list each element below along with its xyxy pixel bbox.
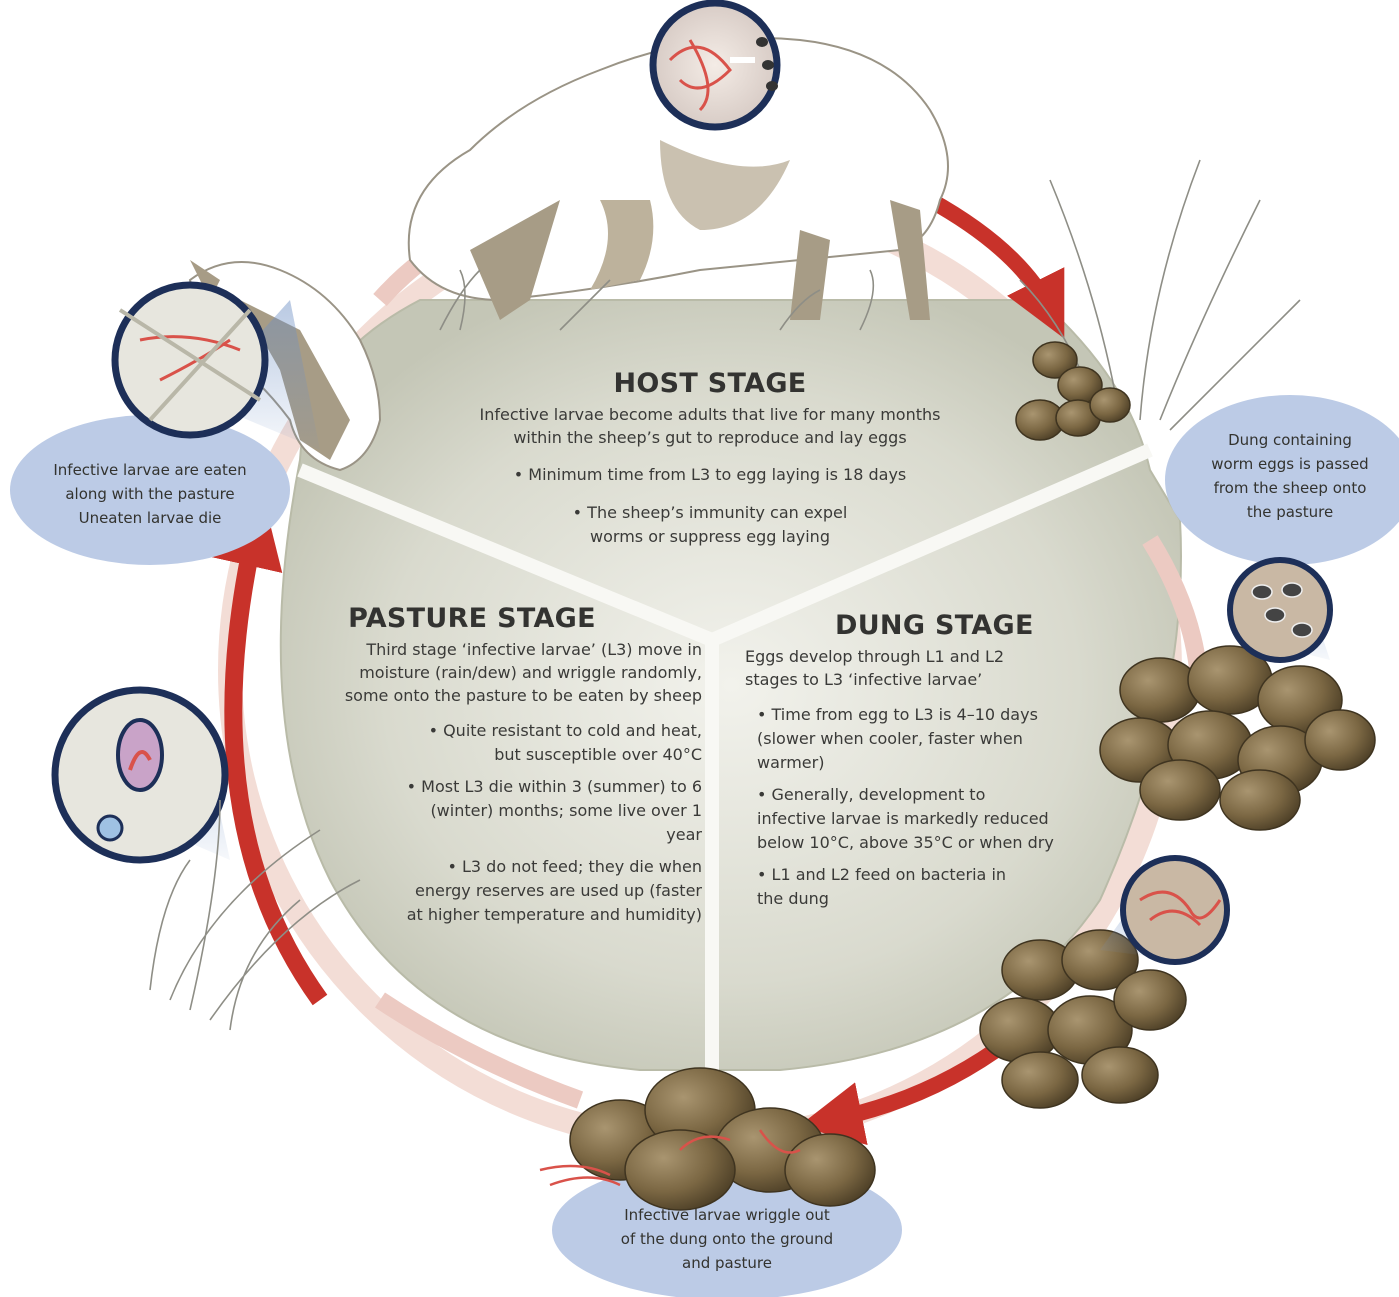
pasture-bullet: • L3 do not feed; they die when energy r… bbox=[402, 855, 702, 927]
dung-stage-desc: Eggs develop through L1 and L2 stages to… bbox=[745, 645, 1095, 691]
pasture-stage: PASTURE STAGE Third stage ‘infective lar… bbox=[262, 603, 702, 935]
dung-bullet: • Generally, development to infective la… bbox=[757, 783, 1057, 855]
host-stage: HOST STAGE Infective larvae become adult… bbox=[420, 368, 1000, 549]
host-bullet: • Minimum time from L3 to egg laying is … bbox=[420, 463, 1000, 487]
egg-magnifier-icon bbox=[1230, 560, 1330, 660]
dung-bullet: • L1 and L2 feed on bacteria in the dung bbox=[757, 863, 1007, 911]
dung-bullet: • Time from egg to L3 is 4–10 days (slow… bbox=[757, 703, 1087, 775]
callout-right-text: Dung containing worm eggs is passed from… bbox=[1175, 428, 1399, 524]
pasture-bullet: • Quite resistant to cold and heat, but … bbox=[402, 719, 702, 767]
dung-stage: DUNG STAGE Eggs develop through L1 and L… bbox=[745, 610, 1095, 919]
pasture-bullet: • Most L3 die within 3 (summer) to 6 (wi… bbox=[392, 775, 702, 847]
callout-left-text: Infective larvae are eaten along with th… bbox=[20, 458, 280, 530]
host-stage-desc: Infective larvae become adults that live… bbox=[420, 403, 1000, 449]
host-stage-title: HOST STAGE bbox=[420, 368, 1000, 399]
host-bullet: • The sheep’s immunity can expel worms o… bbox=[560, 501, 860, 549]
pasture-stage-title: PASTURE STAGE bbox=[262, 603, 682, 634]
dung-stage-title: DUNG STAGE bbox=[835, 610, 1095, 641]
worms-magnifier-icon bbox=[653, 3, 778, 127]
pasture-stage-desc: Third stage ‘infective larvae’ (L3) move… bbox=[262, 638, 702, 707]
dewdrop-magnifier-icon bbox=[55, 690, 230, 860]
callout-bottom-text: Infective larvae wriggle out of the dung… bbox=[577, 1203, 877, 1275]
